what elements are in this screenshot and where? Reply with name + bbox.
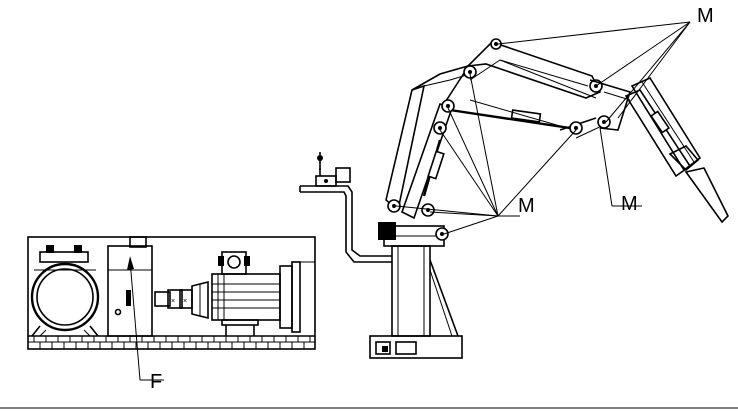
f-arrowhead bbox=[127, 256, 134, 270]
breaker-body bbox=[630, 76, 702, 172]
hydraulic-breaker bbox=[624, 76, 729, 224]
power-unit-frame bbox=[27, 236, 316, 350]
m-leader-lines bbox=[395, 21, 691, 235]
breaker-chisel bbox=[684, 167, 729, 224]
boom-arm bbox=[385, 38, 632, 241]
label-f: F bbox=[150, 371, 162, 393]
pedestal bbox=[369, 222, 463, 359]
label-m-right: M bbox=[621, 193, 638, 215]
svg-text:×: × bbox=[171, 298, 175, 305]
control-cabinet bbox=[107, 236, 153, 337]
label-m-top: M bbox=[697, 5, 714, 27]
svg-text:×: × bbox=[183, 298, 187, 305]
label-m-center: M bbox=[518, 195, 535, 217]
brick-pattern bbox=[27, 336, 311, 349]
electric-motor bbox=[211, 251, 315, 336]
main-boom bbox=[385, 84, 426, 212]
pump-coupling: × × bbox=[154, 280, 209, 320]
operator-platform bbox=[299, 152, 392, 263]
label-f-group: F bbox=[140, 371, 164, 393]
hydraulic-power-unit: × × bbox=[27, 236, 316, 381]
stick-cylinder bbox=[449, 108, 571, 130]
f-leader-line bbox=[129, 259, 141, 381]
oil-tank bbox=[30, 245, 100, 337]
brick-base bbox=[28, 335, 315, 343]
